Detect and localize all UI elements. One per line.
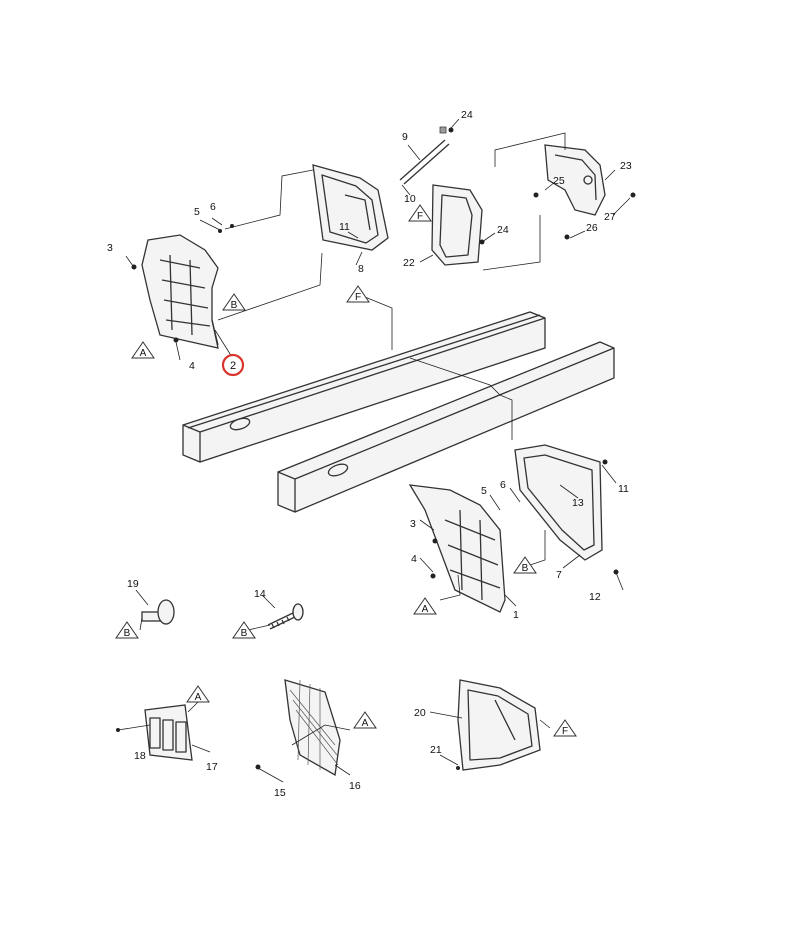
callout-24: 24 — [461, 109, 473, 121]
bracket-lower-right — [514, 444, 603, 561]
bracket-22 — [431, 184, 483, 266]
callout-15: 15 — [274, 787, 286, 799]
callout-24: 24 — [497, 224, 509, 236]
callout-16: 16 — [349, 780, 361, 792]
section-tri-A-17: A — [186, 685, 210, 703]
frame-rail-right — [277, 341, 615, 513]
section-label-f: F — [417, 211, 423, 222]
section-label-f: F — [355, 292, 361, 303]
callout-2: 2 — [230, 360, 236, 372]
fastener-dots — [116, 127, 636, 770]
callout-3: 3 — [410, 518, 416, 530]
callout-21: 21 — [430, 744, 442, 756]
bracket-20 — [457, 679, 541, 771]
section-label-a: A — [140, 348, 147, 359]
section-tri-B-upper: B — [222, 293, 246, 311]
mudguard-upper-left — [141, 234, 219, 349]
rod-assembly — [399, 126, 450, 185]
callout-5: 5 — [194, 206, 200, 218]
section-label-a: A — [422, 604, 429, 615]
section-label-b: B — [231, 300, 238, 311]
section-label-a: A — [362, 718, 369, 729]
callout-6: 6 — [500, 479, 506, 491]
callout-10: 10 — [404, 193, 416, 205]
callout-3: 3 — [107, 242, 113, 254]
section-label-b: B — [124, 628, 131, 639]
callout-numbers: 1 3 3 4 4 5 5 6 6 7 8 9 10 11 11 12 13 1… — [107, 109, 632, 799]
bolt-19 — [141, 599, 175, 625]
callout-13: 13 — [572, 497, 584, 509]
callout-4: 4 — [189, 360, 195, 372]
frame-rail-left — [182, 311, 546, 463]
callout-26: 26 — [586, 222, 598, 234]
callout-25: 25 — [553, 175, 565, 187]
section-tri-B-14: B — [232, 621, 256, 639]
callout-5: 5 — [481, 485, 487, 497]
section-tri-B-lower: B — [513, 556, 537, 574]
bracket-upper — [312, 164, 389, 251]
section-tri-F-20: F — [553, 719, 577, 737]
callout-18: 18 — [134, 750, 146, 762]
callout-20: 20 — [414, 707, 426, 719]
callout-11: 11 — [618, 483, 629, 495]
callout-9: 9 — [402, 131, 408, 143]
callout-12: 12 — [589, 591, 601, 603]
section-tri-A-16: A — [353, 711, 377, 729]
leader-lines — [117, 118, 631, 783]
highlighted-callout-2[interactable]: 2 — [221, 353, 245, 377]
bolt-14 — [267, 603, 304, 630]
callout-17: 17 — [206, 761, 218, 773]
section-label-b: B — [241, 628, 248, 639]
callout-1: 1 — [513, 609, 519, 621]
section-tri-B-19: B — [115, 621, 139, 639]
panel-17 — [144, 704, 193, 761]
mesh-16 — [284, 679, 341, 777]
callout-22: 22 — [403, 257, 415, 269]
section-tri-A-lower: A — [413, 597, 437, 615]
section-label-b: B — [522, 563, 529, 574]
callout-6: 6 — [210, 201, 216, 213]
callout-19: 19 — [127, 578, 139, 590]
section-tri-A-upper: A — [131, 341, 155, 359]
callout-23: 23 — [620, 160, 632, 172]
callout-4: 4 — [411, 553, 417, 565]
callout-8: 8 — [358, 263, 364, 275]
section-label-a: A — [195, 692, 202, 703]
section-tri-F-center: F — [346, 285, 370, 303]
callout-14: 14 — [254, 588, 266, 600]
section-tri-F-upper: F — [408, 204, 432, 222]
mudguard-lower-right — [408, 484, 506, 613]
section-label-f: F — [562, 726, 568, 737]
callout-27: 27 — [604, 211, 616, 223]
callout-7: 7 — [556, 569, 562, 581]
callout-11: 11 — [339, 221, 350, 233]
